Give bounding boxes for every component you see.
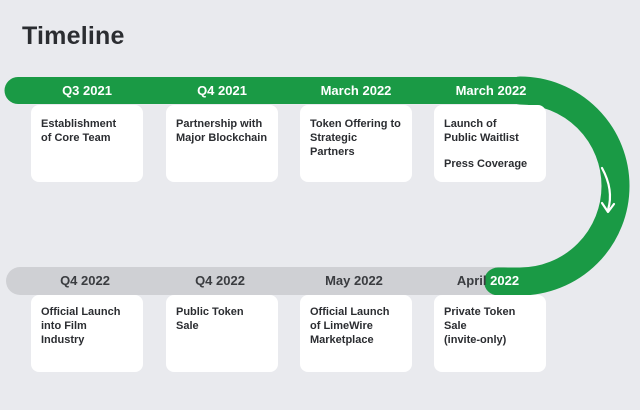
track-top-green (4, 77, 521, 104)
card-text-line: Establishment (41, 118, 117, 130)
milestone-date-april-2022: April 2022 (428, 273, 548, 289)
card-text-line: of LimeWire (310, 320, 373, 332)
card-text-line: into Film Industry (41, 320, 87, 346)
card-text-line: Private Token Sale (444, 306, 516, 332)
card-text-line: Public Token Sale (176, 306, 244, 332)
milestone-date-q4-2021: Q4 2021 (197, 83, 247, 98)
card-text-line: Marketplace (310, 334, 374, 346)
card-text-line: Public Waitlist (444, 132, 519, 144)
card-text-line: Token Offering to (310, 118, 401, 130)
card-text-line: Strategic Partners (310, 132, 358, 158)
track-curve-green (484, 76, 630, 296)
arrow-head-icon (600, 201, 616, 214)
date-part-year: 2022 (490, 273, 520, 288)
milestone-card-film-industry: Official Launch into Film Industry (31, 295, 143, 372)
milestone-card-partnership: Partnership with Major Blockchain (166, 105, 278, 182)
milestone-card-private-token-sale: Private Token Sale (invite-only) (434, 295, 546, 372)
milestone-date-q4-2022-a: Q4 2022 (60, 273, 110, 288)
card-text-line: Major Blockchain (176, 132, 268, 144)
milestone-card-public-token-sale: Public Token Sale (166, 295, 278, 372)
curve-direction-arrow (600, 166, 612, 212)
milestone-card-public-waitlist: Launch of Public Waitlist Press Coverage (434, 105, 546, 182)
track-bottom-gray (6, 267, 518, 295)
milestone-card-token-offering: Token Offering to Strategic Partners (300, 105, 412, 182)
milestone-card-core-team: Establishment of Core Team (31, 105, 143, 182)
milestone-date-may-2022: May 2022 (325, 273, 383, 288)
card-text-line: Official Launch (310, 306, 390, 318)
milestone-card-limewire-marketplace: Official Launch of LimeWire Marketplace (300, 295, 412, 372)
milestone-date-march-2022-a: March 2022 (320, 83, 392, 98)
card-text-extra: Press Coverage (444, 158, 528, 170)
milestone-date-q3-2021: Q3 2021 (62, 83, 112, 98)
milestone-date-march-2022-b: March 2022 (455, 83, 527, 98)
card-text-line: Partnership with (176, 118, 263, 130)
card-text-line: (invite-only) (444, 334, 507, 346)
page-title: Timeline (22, 22, 125, 50)
date-part-month: April (456, 273, 487, 288)
card-text-line: of Core Team (41, 132, 111, 144)
milestone-date-q4-2022-b: Q4 2022 (195, 273, 245, 288)
card-text-line: Official Launch (41, 306, 121, 318)
card-text-line: Launch of (444, 118, 497, 130)
